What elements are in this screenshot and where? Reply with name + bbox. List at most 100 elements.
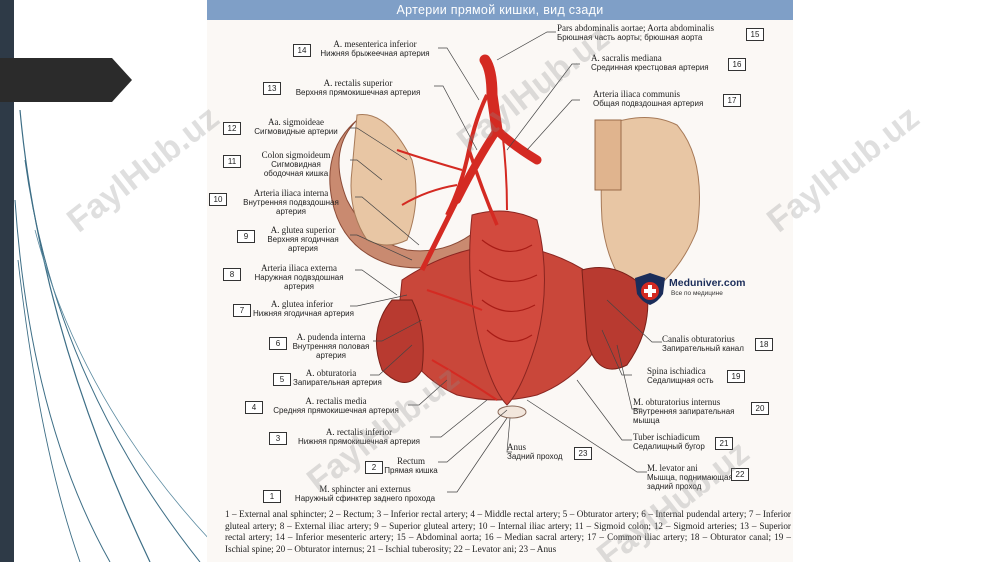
label-number-18: 18 <box>755 338 773 351</box>
latin-name: A. rectalis superior <box>323 78 393 88</box>
label-number-19: 19 <box>727 370 745 383</box>
label-median-sacral-artery: A. sacralis mediana Срединная крестцовая… <box>591 53 726 72</box>
label-common-iliac-artery: Arteria iliaca communis Общая подвздошна… <box>593 89 721 108</box>
slide-left-bar <box>0 0 14 562</box>
latin-name: A. rectalis inferior <box>325 427 393 437</box>
label-levator-ani: M. levator ani Мышца, поднимающая задний… <box>647 463 733 491</box>
latin-name: Aa. sigmoideae <box>268 117 324 127</box>
russian-name: Седалищный бугор <box>633 442 705 451</box>
latin-name: Tuber ischiadicum <box>633 432 700 442</box>
label-number-12: 12 <box>223 122 241 135</box>
label-inferior-rectal-artery: A. rectalis inferior Нижняя прямокишечна… <box>289 427 429 446</box>
latin-name: A. pudenda interna <box>296 332 366 342</box>
label-number-15: 15 <box>746 28 764 41</box>
medical-cross-shield-icon <box>635 273 665 305</box>
russian-name-line-1: Верхняя ягодичная <box>267 235 339 244</box>
label-number-1: 1 <box>263 490 281 503</box>
latin-name: M. sphincter ani externus <box>319 484 411 494</box>
label-number-7: 7 <box>233 304 251 317</box>
label-obturator-canal: Canalis obturatorius Запирательный канал <box>662 334 754 353</box>
label-number-17: 17 <box>723 94 741 107</box>
common-iliac-artery-left <box>453 126 501 204</box>
label-number-23: 23 <box>574 447 592 460</box>
anus-shape <box>497 405 527 419</box>
label-number-10: 10 <box>209 193 227 206</box>
label-number-6: 6 <box>269 337 287 350</box>
russian-name: Запирательная артерия <box>293 378 382 387</box>
internal-iliac-artery <box>419 198 460 272</box>
russian-name: Брюшная часть аорты; брюшная аорта <box>557 33 703 42</box>
sacrum-bone <box>594 119 622 191</box>
russian-name-line-1: Мышца, поднимающая <box>647 473 733 482</box>
russian-name: Седалищная ость <box>647 376 714 385</box>
median-sacral-artery <box>501 129 508 211</box>
label-number-11: 11 <box>223 155 241 168</box>
superior-rectal-artery <box>467 149 499 226</box>
latin-name: A. glutea superior <box>270 225 336 235</box>
latin-name: Pars abdominalis aortae; Aorta abdominal… <box>557 23 714 33</box>
label-number-3: 3 <box>269 432 287 445</box>
abdominal-aorta <box>479 54 503 136</box>
sigmoid-arteries <box>396 149 463 206</box>
russian-name-line-2: артерия <box>284 282 314 291</box>
latin-name: Canalis obturatorius <box>662 334 735 344</box>
latin-name: Arteria iliaca interna <box>253 188 329 198</box>
middle-rectal-artery <box>426 289 483 311</box>
meduniver-logo: Meduniver.com Все по медицине <box>633 272 746 308</box>
latin-name: M. levator ani <box>647 463 698 473</box>
label-ischial-spine: Spina ischiadica Седалищная ость <box>647 366 727 385</box>
label-number-22: 22 <box>731 468 749 481</box>
right-ilium-bone <box>600 117 700 301</box>
latin-name: A. sacralis mediana <box>591 53 662 63</box>
russian-name: Сигмовидные артерии <box>254 127 338 136</box>
latin-name: Anus <box>507 442 527 452</box>
latin-name: Spina ischiadica <box>647 366 706 376</box>
latin-name: A. rectalis media <box>305 396 367 406</box>
label-number-9: 9 <box>237 230 255 243</box>
russian-name: Нижняя брыжеечная артерия <box>320 49 430 58</box>
label-abdominal-aorta: Pars abdominalis aortae; Aorta abdominal… <box>557 23 747 42</box>
russian-name: Нижняя ягодичная артерия <box>253 309 354 318</box>
russian-name-line-1: Наружная подвздошная <box>254 273 344 282</box>
russian-name: Нижняя прямокишечная артерия <box>297 437 421 446</box>
label-ischial-tuberosity: Tuber ischiadicum Седалищный бугор <box>633 432 715 451</box>
latin-name: Rectum <box>397 456 425 466</box>
latin-name: M. obturatorius internus <box>633 397 721 407</box>
label-inferior-mesenteric-artery: A. mesenterica inferior Нижняя брыжеечна… <box>313 39 437 58</box>
russian-name: Средняя прямокишечная артерия <box>273 406 399 415</box>
left-ilium-bone <box>350 114 417 246</box>
russian-name-line-1: Сигмовидная <box>271 160 321 169</box>
label-number-8: 8 <box>223 268 241 281</box>
rectal-vessel-network <box>478 239 538 342</box>
russian-name: Запирательный канал <box>662 344 744 353</box>
russian-name: Задний проход <box>507 452 563 461</box>
rectum-shape <box>469 210 545 406</box>
latin-name: Arteria iliaca communis <box>593 89 680 99</box>
russian-name: Наружный сфинктер заднего прохода <box>294 494 436 503</box>
label-number-14: 14 <box>293 44 311 57</box>
russian-name-line-2: мышца <box>633 416 660 425</box>
label-number-4: 4 <box>245 401 263 414</box>
right-gluteal-muscle <box>581 267 649 370</box>
russian-name-line-2: артерия <box>276 207 306 216</box>
label-external-anal-sphincter: M. sphincter ani externus Наружный сфинк… <box>283 484 447 503</box>
russian-name-line-1: Внутренняя половая <box>292 342 370 351</box>
label-anus: Anus Задний проход <box>507 442 573 461</box>
arrow-tab-shape <box>0 58 132 102</box>
label-external-iliac-artery: Arteria iliaca externa Наружная подвздош… <box>243 263 355 291</box>
russian-name-line-1: Внутренняя подвздошная <box>243 198 339 207</box>
logo-brand-text: Meduniver.com <box>669 277 746 289</box>
label-obturator-artery: A. obturatoria Запирательная артерия <box>293 368 382 387</box>
russian-name: Общая подвздошная артерия <box>593 99 704 108</box>
label-number-16: 16 <box>728 58 746 71</box>
russian-name: Прямая кишка <box>384 466 438 475</box>
left-gluteal-muscle <box>375 299 424 383</box>
label-obturator-internus: M. obturatorius internus Внутренняя запи… <box>633 397 749 425</box>
russian-name-line-2: ободочная кишка <box>263 169 329 178</box>
anatomy-plate: Артерии прямой кишки, вид сзади 14 A. me… <box>207 0 793 562</box>
russian-name-line-1: Внутренняя запирательная <box>633 407 735 416</box>
label-sigmoid-arteries: Aa. sigmoideae Сигмовидные артерии <box>243 117 349 136</box>
label-number-5: 5 <box>273 373 291 386</box>
latin-name: A. glutea inferior <box>270 299 334 309</box>
